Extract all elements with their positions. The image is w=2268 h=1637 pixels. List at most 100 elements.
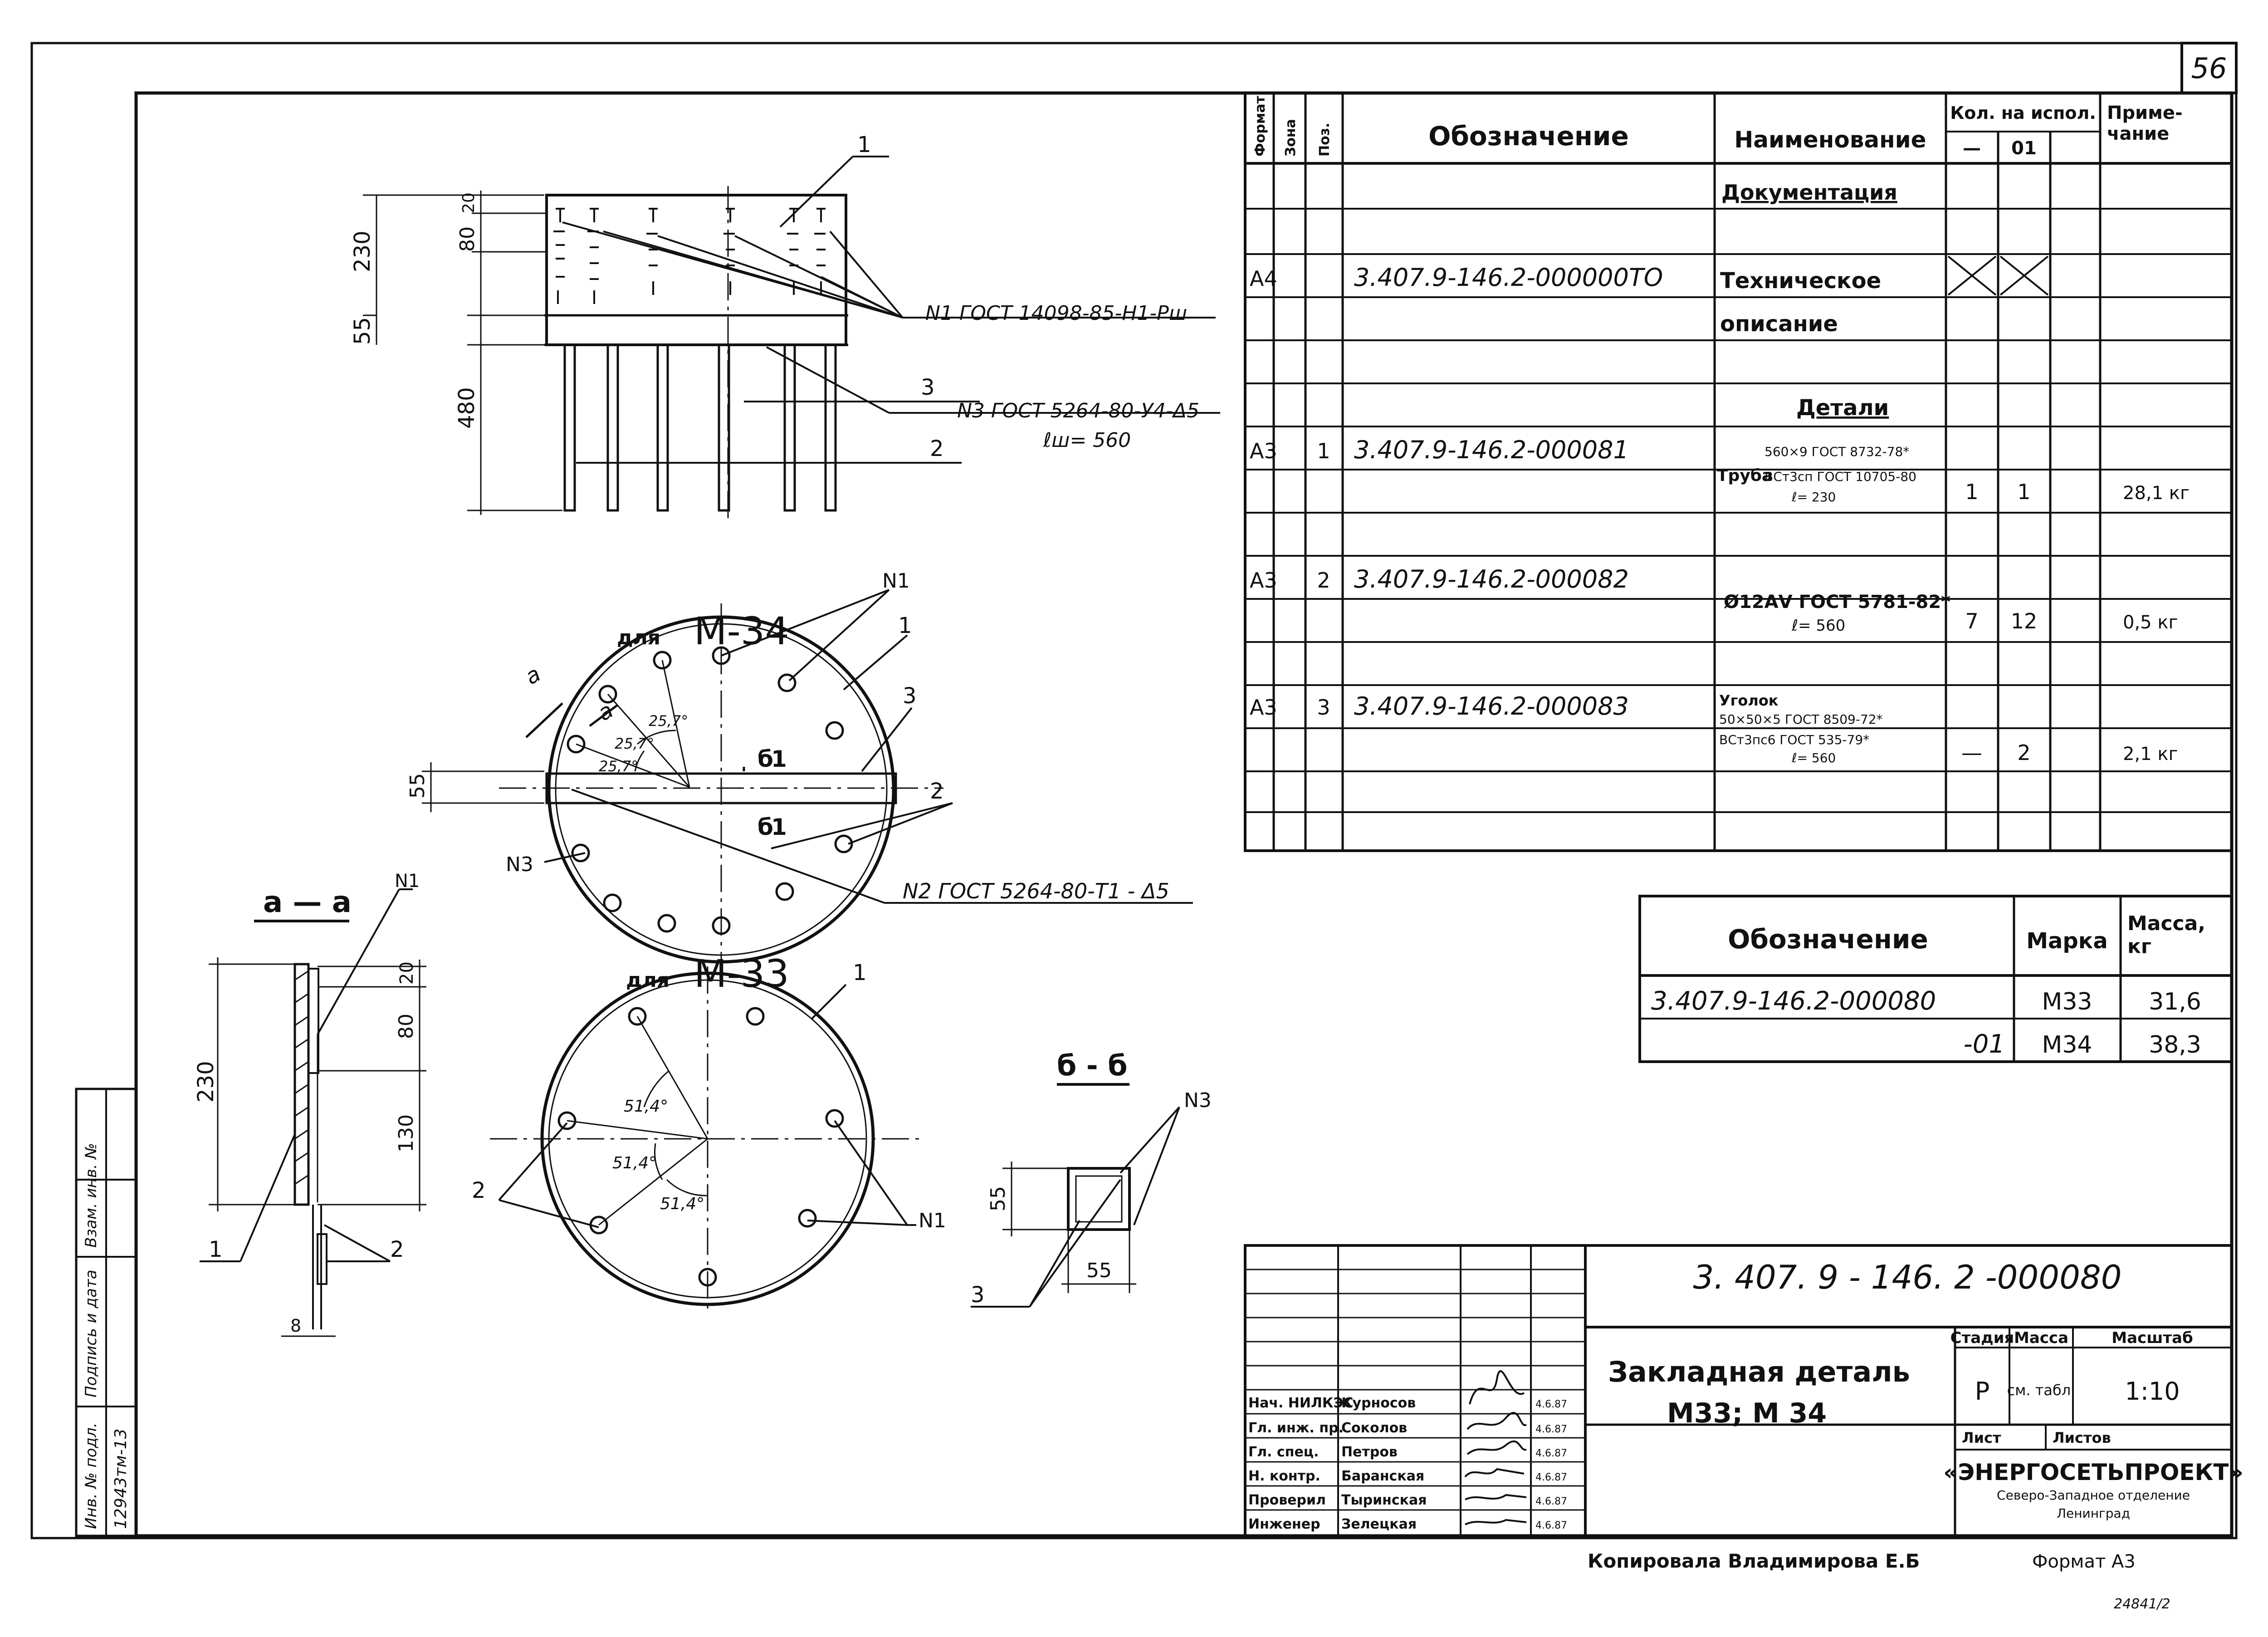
row3-note: 2,1 кг bbox=[2123, 744, 2178, 765]
callout-weld3-len: ℓш= 560 bbox=[1043, 429, 1131, 452]
role-5: Инженер bbox=[1248, 1516, 1320, 1532]
table-row: А3 1 3.407.9-146.2-000081 Труба 560×9 ГО… bbox=[1250, 436, 2190, 505]
row3-qty1: — bbox=[1961, 740, 1982, 765]
m34-pos3: 3 bbox=[903, 683, 917, 709]
row1-designation: 3.407.9-146.2-000081 bbox=[1354, 436, 1629, 464]
row2-qty1: 7 bbox=[1965, 609, 1978, 633]
row2-note: 0,5 кг bbox=[2123, 612, 2178, 633]
replace-label: Взам. инв. № bbox=[82, 1143, 100, 1248]
mass-row2-mark: М34 bbox=[2042, 1031, 2092, 1059]
row2-designation: 3.407.9-146.2-000082 bbox=[1354, 565, 1629, 593]
doc-designation: 3.407.9-146.2-000000ТО bbox=[1354, 263, 1663, 292]
m34-pos2: 2 bbox=[930, 779, 944, 804]
table-row: А3 3 3.407.9-146.2-000083 Уголок 50×50×5… bbox=[1250, 692, 2178, 765]
row2-format: А3 bbox=[1250, 568, 1277, 593]
section-aa-pos1: 1 bbox=[209, 1237, 223, 1262]
m33-leaders bbox=[498, 984, 916, 1228]
mass-label: Масса bbox=[2014, 1329, 2068, 1347]
section-docs: Документация bbox=[1721, 180, 1897, 205]
mass-table: Обозначение Марка Масса,кг 3.407.9-146.2… bbox=[1638, 895, 2233, 1063]
doc-name-line1: Техническое bbox=[1720, 268, 1881, 294]
inv-value: 12943тм-13 bbox=[112, 1429, 130, 1529]
spec-table: Формат Зона Поз. Обозначение Наименовани… bbox=[1244, 92, 2233, 852]
section-aa-dim-230: 230 bbox=[193, 1061, 219, 1103]
row2-pos: 2 bbox=[1317, 568, 1330, 593]
mass-row1-mass: 31,6 bbox=[2149, 988, 2201, 1015]
title-line2: М33; М 34 bbox=[1667, 1397, 1827, 1429]
m34-section-b2-num: 1 bbox=[771, 814, 787, 840]
callout-pos3-top: 3 bbox=[921, 375, 935, 400]
row1-format: А3 bbox=[1250, 439, 1277, 463]
header-pos: Поз. bbox=[1317, 123, 1333, 157]
header-note: Приме-чание bbox=[2107, 103, 2183, 144]
mass-row2-mass: 38,3 bbox=[2149, 1031, 2201, 1059]
m34-n1: N1 bbox=[882, 569, 910, 593]
mass-header-designation: Обозначение bbox=[1728, 924, 1928, 955]
format-label: Формат А3 bbox=[2032, 1551, 2136, 1572]
table-row: А3 2 3.407.9-146.2-000082 Ø12АⅤ ГОСТ 578… bbox=[1250, 565, 2178, 635]
m34-leaders bbox=[544, 589, 1193, 904]
row3-designation: 3.407.9-146.2-000083 bbox=[1354, 692, 1629, 720]
section-aa-dim-8: 8 bbox=[290, 1316, 301, 1336]
section-bb-title: б - б bbox=[1057, 1049, 1127, 1082]
sheets-label: Листов bbox=[2053, 1429, 2111, 1446]
row2-name-line1: ℓ= 560 bbox=[1791, 617, 1845, 635]
header-qty-col1: — bbox=[1963, 138, 1981, 159]
mass-header-mass: Масса,кг bbox=[2127, 912, 2205, 958]
section-aa-n1: N1 bbox=[395, 871, 420, 892]
header-qty-col2: 01 bbox=[2011, 138, 2037, 159]
date-5: 4.6.87 bbox=[1535, 1520, 1567, 1531]
m34-label-prefix: для bbox=[617, 626, 660, 649]
header-name: Наименование bbox=[1734, 127, 1926, 153]
scale-label: Масштаб bbox=[2112, 1329, 2193, 1347]
callout-weld3: N3 ГОСТ 5264-80-У4-Δ5 bbox=[957, 399, 1199, 422]
row3-qty2: 2 bbox=[2017, 740, 2030, 765]
m33-angle1: 51,4° bbox=[624, 1097, 668, 1116]
name-3: Баранская bbox=[1341, 1468, 1424, 1484]
doc-format: А4 bbox=[1250, 266, 1277, 291]
section-aa: а — а 230 20 80 bbox=[193, 871, 426, 1337]
name-0: Курносов bbox=[1341, 1395, 1416, 1411]
m34-section-b1: б bbox=[758, 746, 773, 772]
row3-name-line1: 50×50×5 ГОСТ 8509-72* bbox=[1719, 712, 1883, 727]
doc-number: 3. 407. 9 - 146. 2 -000080 bbox=[1693, 1258, 2121, 1296]
section-bb-n3: N3 bbox=[1184, 1089, 1212, 1112]
copied-by: Копировала Владимирова Е.Б bbox=[1588, 1550, 1920, 1572]
sheet-number: 56 bbox=[2191, 52, 2227, 85]
m34-dim-55: 55 bbox=[406, 773, 429, 799]
header-qty: Кол. на испол. bbox=[1950, 103, 2096, 123]
scale-value: 1:10 bbox=[2125, 1377, 2180, 1406]
m34-angle3: 25,7° bbox=[599, 758, 638, 775]
stage-value: Р bbox=[1975, 1377, 1990, 1406]
dim-55: 55 bbox=[350, 317, 375, 345]
title-block: 3. 407. 9 - 146. 2 -000080 Закладная дет… bbox=[1244, 1244, 2244, 1537]
m33-angle3: 51,4° bbox=[660, 1195, 704, 1213]
row1-qty1: 1 bbox=[1965, 480, 1978, 504]
doc-name-line2: описание bbox=[1720, 311, 1838, 337]
section-bb: б - б 55 55 N3 3 bbox=[971, 1049, 1212, 1308]
row3-name-main: Уголок bbox=[1719, 692, 1779, 709]
row3-name-line3: ℓ= 560 bbox=[1791, 750, 1836, 765]
date-0: 4.6.87 bbox=[1535, 1399, 1567, 1410]
top-view: 80 20 230 55 480 1 N1 ГОСТ 14098-85-Н1-Р… bbox=[350, 132, 1220, 520]
section-aa-dim-80: 80 bbox=[395, 1014, 418, 1039]
section-aa-dim-130: 130 bbox=[395, 1114, 418, 1152]
mass-row2-designation: -01 bbox=[1964, 1029, 2005, 1059]
mass-row1-mark: М33 bbox=[2042, 988, 2092, 1015]
row1-qty2: 1 bbox=[2017, 480, 2030, 504]
org-sub1: Северо-Западное отделение bbox=[1997, 1488, 2190, 1503]
callout-weld1: N1 ГОСТ 14098-85-Н1-Рш bbox=[925, 302, 1187, 325]
stud-dots bbox=[557, 1007, 844, 1287]
role-0: Нач. НИЛКЭС bbox=[1248, 1395, 1353, 1411]
m33-pos1: 1 bbox=[853, 960, 867, 985]
m34-section-b1-num: 1 bbox=[771, 746, 787, 772]
date-1: 4.6.87 bbox=[1535, 1424, 1567, 1435]
m34-pos1: 1 bbox=[898, 613, 912, 638]
m34-cut-a1: а bbox=[521, 661, 545, 690]
m34-angle1: 25,7° bbox=[649, 712, 688, 730]
row1-pos: 1 bbox=[1317, 439, 1330, 463]
dim-480: 480 bbox=[454, 387, 479, 429]
row2-name-main: Ø12АⅤ ГОСТ 5781-82* bbox=[1724, 592, 1950, 613]
role-1: Гл. инж. пр. bbox=[1248, 1420, 1344, 1436]
